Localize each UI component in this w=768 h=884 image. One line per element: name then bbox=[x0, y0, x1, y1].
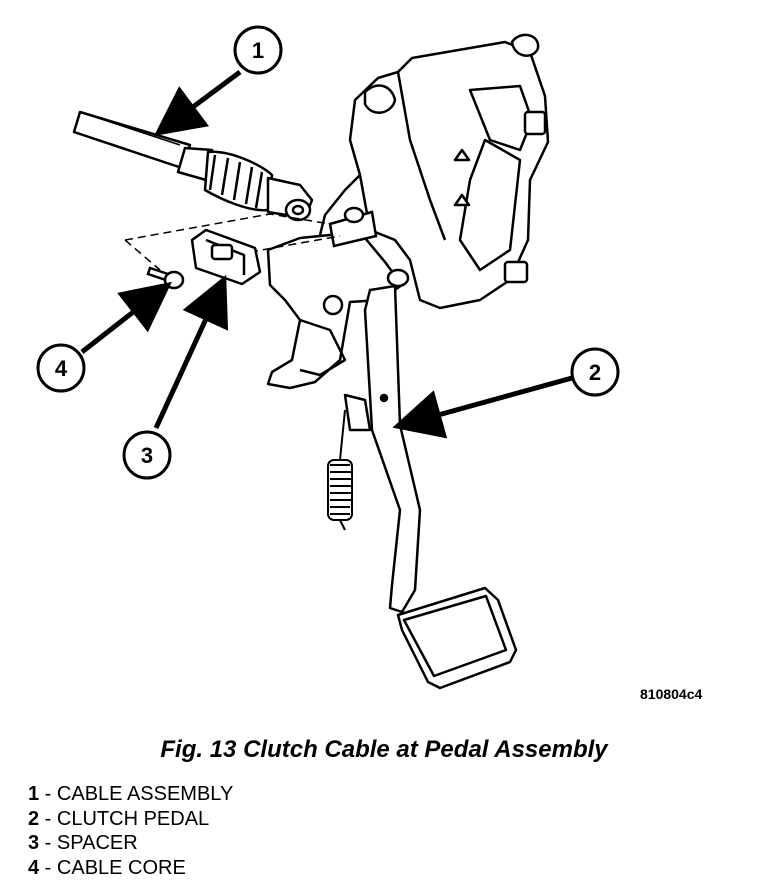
return-spring bbox=[327, 409, 353, 531]
legend-item-text: SPACER bbox=[56, 832, 138, 854]
figure-reference-code: 810804c4 bbox=[640, 686, 703, 702]
callout-4: 4 bbox=[36, 343, 86, 393]
callout-3: 3 bbox=[122, 430, 172, 480]
callout-leader-4 bbox=[80, 281, 172, 354]
callout-1-number: 1 bbox=[252, 38, 264, 63]
legend-item-number: 1 bbox=[28, 783, 40, 805]
legend-item-number: 4 bbox=[28, 856, 40, 879]
cable-core-pin bbox=[146, 266, 185, 290]
legend-item: 3 - SPACER bbox=[28, 831, 233, 856]
callout-2-number: 2 bbox=[589, 360, 601, 385]
legend-list: 1 - CABLE ASSEMBLY 2 - CLUTCH PEDAL 3 - … bbox=[28, 782, 233, 880]
pedal-pad bbox=[396, 586, 518, 690]
legend-item-text: CABLE ASSEMBLY bbox=[56, 783, 234, 805]
legend-item-text: CABLE CORE bbox=[56, 856, 186, 879]
callout-3-number: 3 bbox=[141, 443, 153, 468]
clutch-pedal-arm bbox=[343, 284, 422, 614]
legend-item: 1 - CABLE ASSEMBLY bbox=[28, 782, 233, 807]
callout-2: 2 bbox=[570, 347, 620, 397]
legend-separator: - bbox=[39, 783, 57, 805]
legend-separator: - bbox=[39, 832, 57, 854]
callout-leaders bbox=[80, 69, 573, 439]
spacer bbox=[190, 228, 262, 286]
legend-item-number: 2 bbox=[28, 807, 40, 830]
cable-mount-plate bbox=[266, 174, 404, 390]
callout-leader-1 bbox=[153, 69, 242, 136]
callout-leader-2 bbox=[392, 375, 573, 439]
legend-item: 2 - CLUTCH PEDAL bbox=[28, 807, 233, 832]
legend-separator: - bbox=[39, 807, 57, 830]
pedal-bracket bbox=[348, 33, 550, 310]
callout-leader-3 bbox=[153, 274, 229, 430]
callout-4-number: 4 bbox=[55, 356, 68, 381]
clutch-pedal-diagram: 1 2 3 4 bbox=[36, 25, 620, 690]
legend-item-text: CLUTCH PEDAL bbox=[56, 807, 210, 830]
legend-item-number: 3 bbox=[28, 832, 40, 854]
pivot-stud bbox=[328, 206, 410, 288]
alignment-guides bbox=[124, 213, 341, 271]
legend-item: 4 - CABLE CORE bbox=[28, 856, 233, 881]
figure-caption: Fig. 13 Clutch Cable at Pedal Assembly bbox=[160, 736, 608, 763]
cable-assembly bbox=[72, 110, 314, 222]
callout-1: 1 bbox=[233, 25, 283, 75]
legend-separator: - bbox=[39, 856, 57, 879]
